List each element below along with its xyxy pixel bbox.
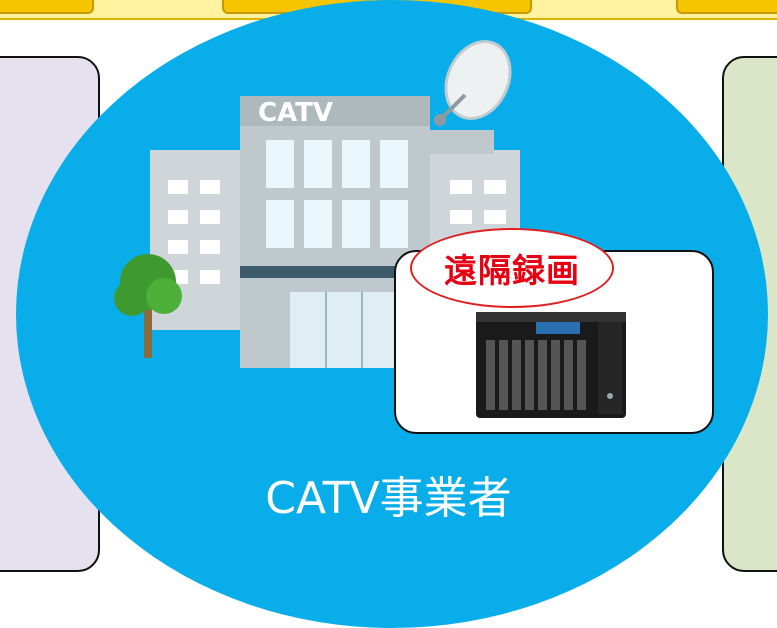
- building-sign: CATV: [258, 98, 334, 128]
- nas-recorder-icon: [476, 312, 626, 418]
- top-tab-left: [0, 0, 94, 14]
- satellite-dish-icon: [430, 40, 512, 154]
- catv-operator-label: CATV事業者: [265, 473, 512, 524]
- remote-recording-label: 遠隔録画: [444, 251, 580, 290]
- top-tab-right: [676, 0, 777, 14]
- remote-recording-badge: 遠隔録画: [410, 228, 614, 308]
- tree-icon: [114, 254, 182, 358]
